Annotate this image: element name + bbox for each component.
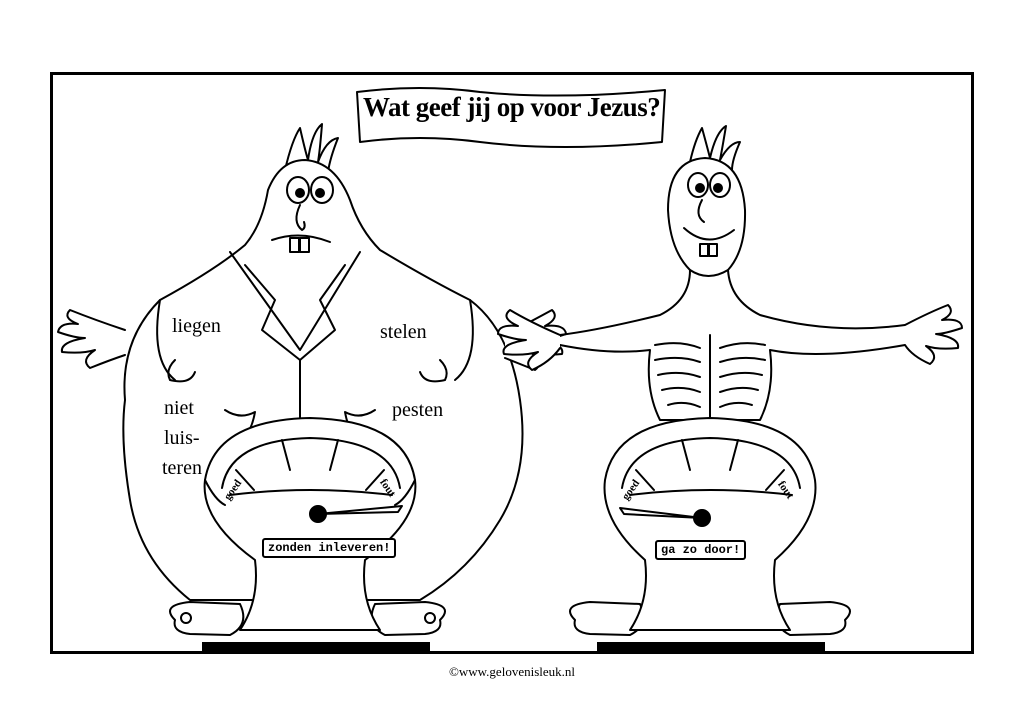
page-title: Wat geef jij op voor Jezus? xyxy=(363,92,661,122)
title-banner xyxy=(356,87,666,148)
left-figure-left-hand xyxy=(57,309,126,369)
left-figure-left-foot xyxy=(169,601,245,636)
sin-word-pesten: pesten xyxy=(392,399,444,421)
right-ribs xyxy=(654,334,766,421)
page-frame xyxy=(50,72,974,654)
right-scale xyxy=(597,417,825,652)
right-mouth xyxy=(683,227,735,241)
sin-word-stelen: stelen xyxy=(380,321,427,343)
copyright-footer: ©www.gelovenisleuk.nl xyxy=(448,664,575,679)
sin-word-niet: niet xyxy=(164,397,194,419)
left-scale-needle xyxy=(317,505,403,515)
left-scale-plate: zonden inleveren! xyxy=(262,538,397,558)
right-figure xyxy=(497,125,963,636)
sin-word-luis: luis- xyxy=(164,427,200,449)
right-scale-plate: ga zo door! xyxy=(655,540,747,560)
left-mouth xyxy=(271,234,331,243)
sin-word-teren: teren xyxy=(162,457,202,479)
sin-word-liegen: liegen xyxy=(172,315,221,337)
right-figure-left-hand xyxy=(497,309,561,371)
right-head xyxy=(667,157,747,277)
right-figure-right-hand xyxy=(904,304,963,365)
left-scale xyxy=(202,417,430,652)
right-scale-needle xyxy=(619,507,703,519)
